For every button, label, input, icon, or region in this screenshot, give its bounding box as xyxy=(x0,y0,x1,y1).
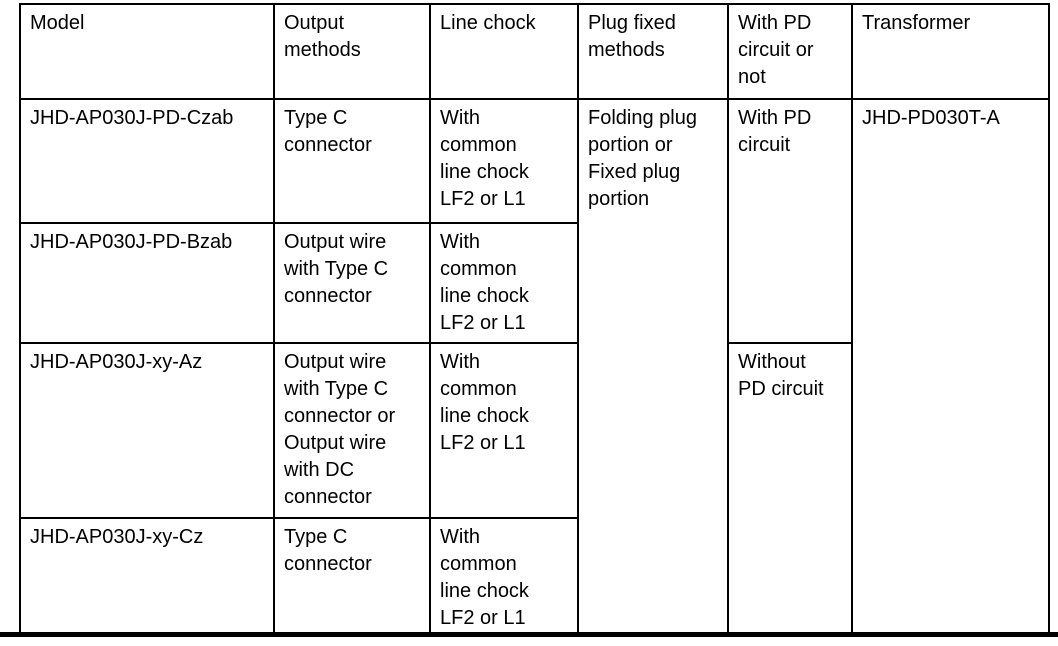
cell-without-pd-circuit: Without PD circuit xyxy=(727,342,853,635)
cell-line-chock: With common line chock LF2 or L1 xyxy=(429,517,579,635)
cell-output-method: Output wire with Type C connector or Out… xyxy=(273,342,431,519)
cell-with-pd-circuit: With PD circuit xyxy=(727,98,853,344)
cell-output-method: Type C connector xyxy=(273,517,431,635)
col-header-model: Model xyxy=(19,3,275,100)
page-bottom-rule xyxy=(0,632,1058,637)
col-header-output-methods: Output methods xyxy=(273,3,431,100)
table-header-row: Model Output methods Line chock Plug fix… xyxy=(19,3,1050,100)
product-spec-table: Model Output methods Line chock Plug fix… xyxy=(19,3,1050,635)
cell-model: JHD-AP030J-xy-Cz xyxy=(19,517,275,635)
table-row: JHD-AP030J-PD-Czab Type C connector With… xyxy=(19,98,1050,635)
table-row: JHD-AP030J-PD-Bzab Output wire with Type… xyxy=(19,222,1049,344)
cell-model: JHD-AP030J-xy-Az xyxy=(19,342,275,519)
col-header-transformer: Transformer xyxy=(851,3,1050,100)
cell-line-chock: With common line chock LF2 or L1 xyxy=(429,222,579,344)
cell-output-method: Output wire with Type C connector xyxy=(273,222,431,344)
cell-line-chock: With common line chock LF2 or L1 xyxy=(429,98,579,224)
cell-model: JHD-AP030J-PD-Bzab xyxy=(19,222,275,344)
cell-plug-fixed-method: Folding plug portion or Fixed plug porti… xyxy=(577,98,729,635)
cell-transformer-model: JHD-PD030T-A xyxy=(851,98,1050,635)
col-header-line-chock: Line chock xyxy=(429,3,579,100)
col-header-pd-circuit-or-not: With PD circuit or not xyxy=(727,3,853,100)
cell-output-method: Type C connector xyxy=(273,98,431,224)
cell-model: JHD-AP030J-PD-Czab xyxy=(19,98,275,224)
cell-line-chock: With common line chock LF2 or L1 xyxy=(429,342,579,519)
col-header-plug-fixed-methods: Plug fixed methods xyxy=(577,3,729,100)
table-row: JHD-AP030J-xy-Cz Type C connector With c… xyxy=(19,517,1049,635)
